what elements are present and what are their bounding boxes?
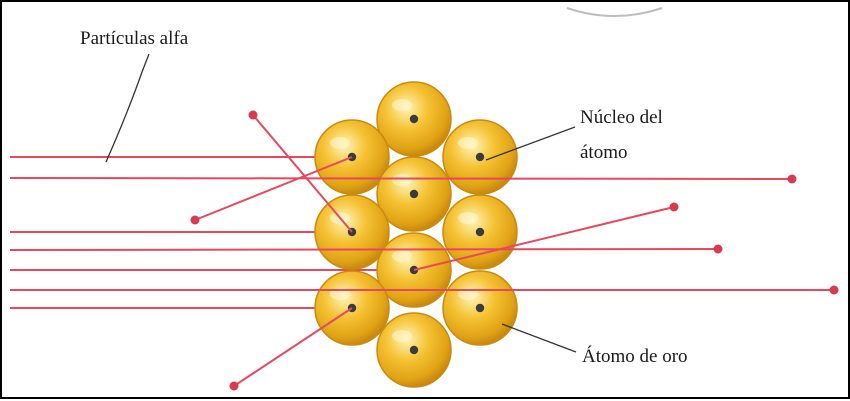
- nucleus-label-line1: Núcleo del: [580, 107, 663, 128]
- atom-nucleus: [409, 189, 419, 199]
- gold-atom-label: Átomo de oro: [582, 346, 688, 367]
- atom-highlight: [392, 174, 412, 186]
- nucleus-pointer-line: [485, 126, 576, 161]
- atom-nucleus: [409, 345, 419, 355]
- alpha-particle-track: [413, 206, 675, 271]
- gold-atom-pointer-line: [501, 323, 577, 353]
- alpha-particle: [229, 381, 239, 391]
- atom-nucleus: [409, 114, 419, 124]
- alpha-pointer-line: [105, 53, 150, 163]
- atom-highlight: [458, 212, 478, 224]
- atom-nucleus: [475, 303, 485, 313]
- atom-highlight: [458, 137, 478, 149]
- alpha-particle-track: [252, 114, 353, 233]
- label-pointers: [105, 53, 577, 353]
- alpha-particle: [248, 110, 258, 120]
- alpha-particle-track: [9, 248, 719, 251]
- alpha-particle-track: [9, 177, 793, 180]
- nucleus-label-line2: átomo: [580, 142, 628, 163]
- alpha-particle: [829, 285, 839, 295]
- background-arc: [566, 7, 663, 17]
- particle-tracks-front: [9, 110, 839, 391]
- atom-highlight: [392, 330, 412, 342]
- alpha-particle: [787, 174, 797, 184]
- atom-highlight: [330, 137, 350, 149]
- gold-atoms: [314, 81, 518, 388]
- alpha-particle: [713, 244, 723, 254]
- alpha-particles-label: Partículas alfa: [80, 28, 189, 49]
- alpha-particle: [190, 215, 200, 225]
- alpha-particle-track: [194, 156, 353, 221]
- atom-nucleus: [475, 152, 485, 162]
- atom-nucleus: [475, 227, 485, 237]
- alpha-particle-track: [233, 307, 353, 387]
- alpha-particle: [669, 202, 679, 212]
- atom-highlight: [392, 99, 412, 111]
- particle-tracks-back: [10, 156, 414, 309]
- atom-highlight: [392, 250, 412, 262]
